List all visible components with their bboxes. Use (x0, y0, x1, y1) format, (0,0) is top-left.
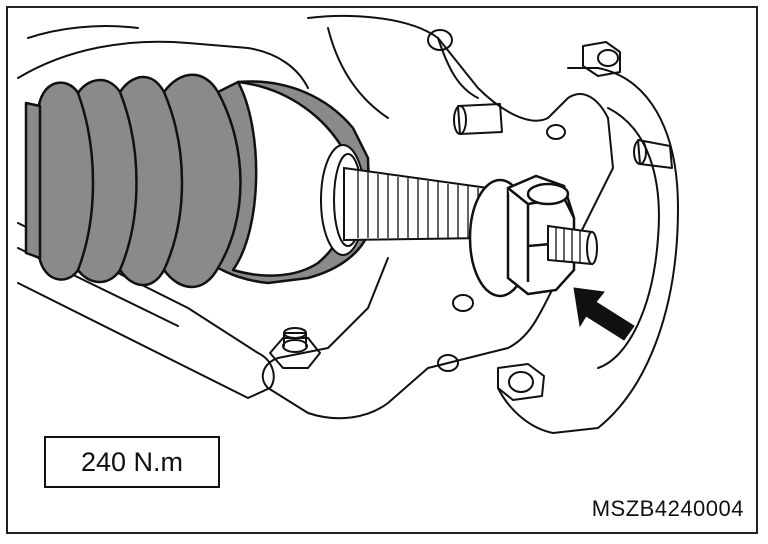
wheel-stud-top (582, 41, 621, 77)
splined-shaft (343, 166, 489, 242)
lower-arm-outline (17, 222, 275, 399)
hub-flange (497, 67, 679, 434)
cv-boot (24, 73, 372, 289)
hub-nut (468, 174, 576, 298)
driveshaft-hub-illustration (17, 14, 679, 434)
wheel-stud-bottom (497, 363, 545, 401)
threaded-stub (547, 224, 598, 266)
wheel-stud-left (453, 103, 503, 135)
wheel-stud-right (633, 139, 673, 169)
figure-code: MSZB4240004 (591, 496, 744, 521)
arrow-icon (573, 287, 635, 341)
torque-spec-box: 240 N.m (44, 436, 220, 488)
ball-joint-nut (269, 327, 321, 369)
torque-spec-label: 240 N.m (80, 446, 184, 477)
